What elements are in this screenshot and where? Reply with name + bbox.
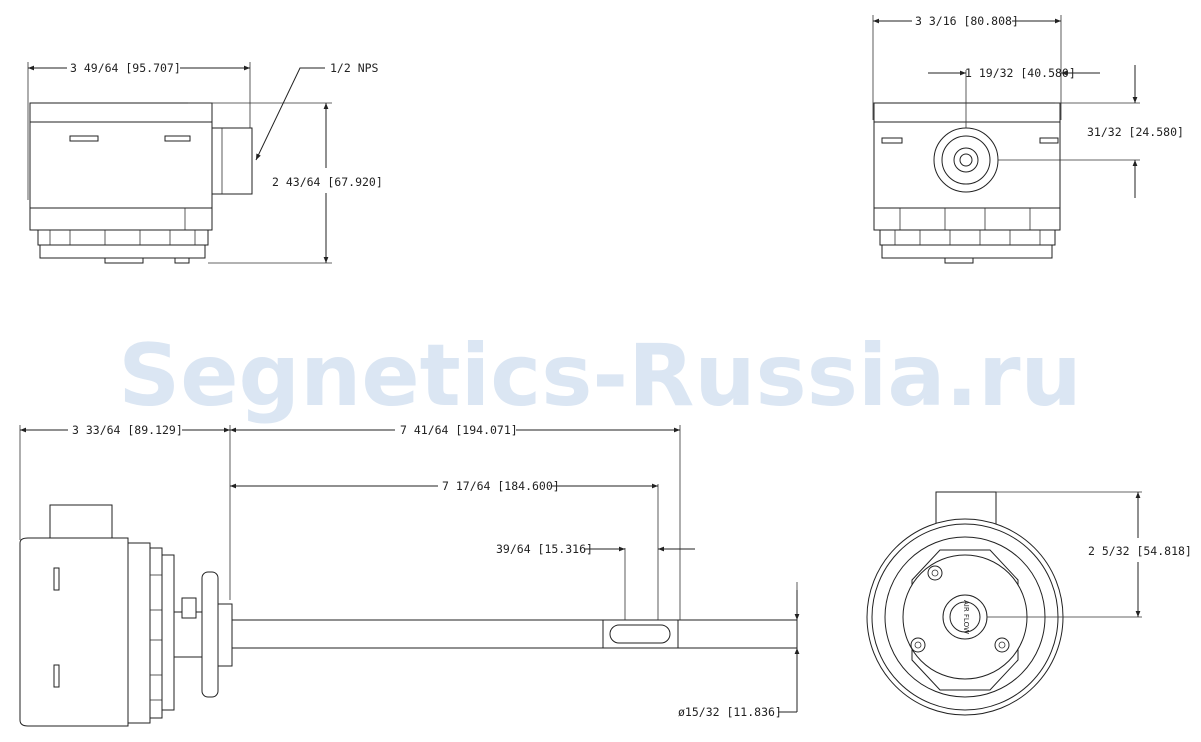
side-probe-to-slot-label: 7 17/64 [184.600] [442,479,560,493]
end-height-label: 2 5/32 [54.818] [1088,544,1192,558]
top-left-view [27,62,332,264]
probe-tube [231,619,798,649]
side-view [19,425,800,727]
airflow-text: AIR FLOW [962,600,970,634]
side-slot-label: 39/64 [15.316] [496,542,593,556]
nps-fitting-label: 1/2 NPS [330,61,379,75]
housing-base-band [29,207,213,231]
top-left-height-label: 2 43/64 [67.920] [272,175,383,189]
end-view [866,491,1142,716]
top-right-width-label: 3 3/16 [80.808] [915,14,1019,28]
side-housing [19,537,129,727]
top-right-offset-label: 1 19/32 [40.580] [965,66,1076,80]
top-right-view [872,15,1140,264]
npt-fitting [211,127,253,195]
side-diameter-label: ø15/32 [11.836] [678,705,782,719]
housing-top-band [29,102,213,123]
watermark-text: Segnetics-Russia.ru [118,326,1081,426]
housing-main [29,121,213,209]
top-left-width-label: 3 49/64 [95.707] [70,61,181,75]
side-housing-label: 3 33/64 [89.129] [72,423,183,437]
top-right-height-label: 31/32 [24.580] [1087,125,1184,139]
side-total-probe-label: 7 41/64 [194.071] [400,423,518,437]
